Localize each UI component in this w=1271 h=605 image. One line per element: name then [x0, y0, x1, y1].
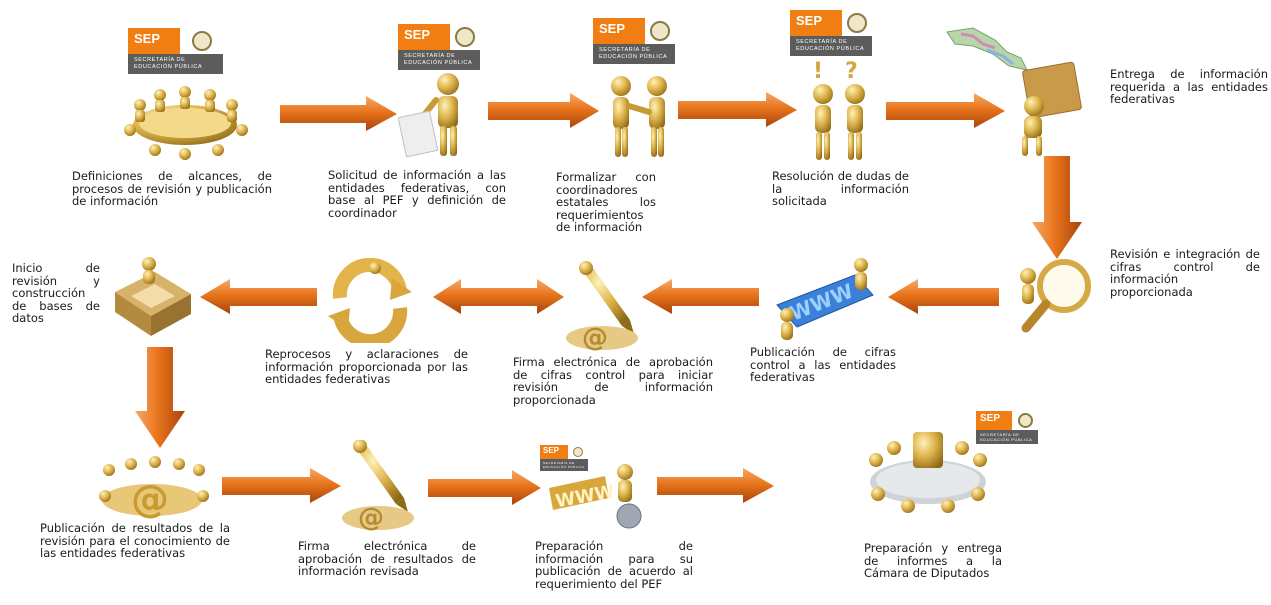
- meeting-table-icon: [869, 432, 987, 513]
- step-9-caption: Reprocesos y aclaraciones de información…: [265, 347, 468, 386]
- handshake-icon: [611, 76, 667, 157]
- flow-arrow-right: [280, 96, 397, 131]
- svg-text:@: @: [131, 477, 169, 521]
- step-5-caption: Entrega de información requerida a las e…: [1110, 67, 1268, 106]
- question-exclamation-icon: ! ?: [813, 59, 865, 160]
- step-12-caption: Firma electrónica de aprobación de resul…: [298, 539, 476, 578]
- step-4-caption: Resolución de dudas de la información so…: [772, 169, 909, 208]
- person-carrying-box-icon: [1022, 61, 1082, 156]
- flow-arrow-right: [428, 470, 541, 505]
- www-figure-globe-icon: WWW: [549, 464, 642, 529]
- seal-icon: [1017, 413, 1033, 428]
- database-construction-icon: [115, 257, 191, 336]
- flow-arrow-left: [642, 279, 759, 314]
- flow-arrow-right: [222, 468, 341, 503]
- seal-icon: [191, 31, 212, 51]
- flow-arrow-left: [200, 279, 317, 314]
- seal-icon: [573, 447, 583, 457]
- flow-arrow-right: [657, 468, 774, 503]
- seal-icon: [455, 27, 475, 47]
- step-14-caption: Preparación y entrega de informes a la C…: [864, 541, 1002, 580]
- step-10-caption: Inicio de revisión y construcción de bas…: [12, 261, 100, 325]
- seal-icon: [847, 13, 867, 33]
- step-7-caption: Publicación de cifras control a las enti…: [750, 345, 896, 384]
- seal-icon: [650, 21, 670, 41]
- flow-arrow-right: [488, 93, 599, 128]
- pen-signature-icon: @: [566, 261, 638, 353]
- svg-text:WWW: WWW: [786, 279, 856, 326]
- step-13-caption: Preparación de información para su publi…: [535, 539, 693, 591]
- cycle-arrows-icon: [328, 258, 412, 343]
- step-11-caption: Publicación de resultados de la revisión…: [40, 521, 230, 560]
- step-8-caption: Firma electrónica de aprobación de cifra…: [513, 355, 713, 407]
- flow-arrow-left: [888, 279, 999, 314]
- svg-text:@: @: [582, 323, 608, 353]
- magnifying-glass-icon: [1020, 259, 1091, 333]
- flow-arrow-right: [886, 93, 1005, 128]
- flow-arrow-right: [678, 92, 797, 127]
- svg-text:@: @: [358, 503, 384, 533]
- step-3-caption: Formalizar con coordinadores estatales l…: [556, 170, 656, 234]
- flow-arrow-down: [135, 347, 185, 448]
- flow-arrow-down: [1032, 156, 1082, 259]
- step-1-caption: Definiciones de alcances, de procesos de…: [72, 169, 272, 208]
- person-with-document-icon: [398, 73, 459, 158]
- at-sign-group-icon: @: [99, 456, 209, 521]
- round-table-meeting-icon: [124, 86, 248, 160]
- step-2-caption: Solicitud de información a las entidades…: [328, 168, 506, 220]
- www-publication-icon: WWW: [776, 258, 874, 340]
- pen-signature-icon: @: [342, 440, 414, 533]
- step-6-caption: Revisión e integración de cifras control…: [1110, 247, 1260, 299]
- svg-text:!: !: [813, 59, 823, 84]
- svg-text:?: ?: [845, 59, 858, 84]
- flow-arrow-bidirectional: [433, 279, 564, 314]
